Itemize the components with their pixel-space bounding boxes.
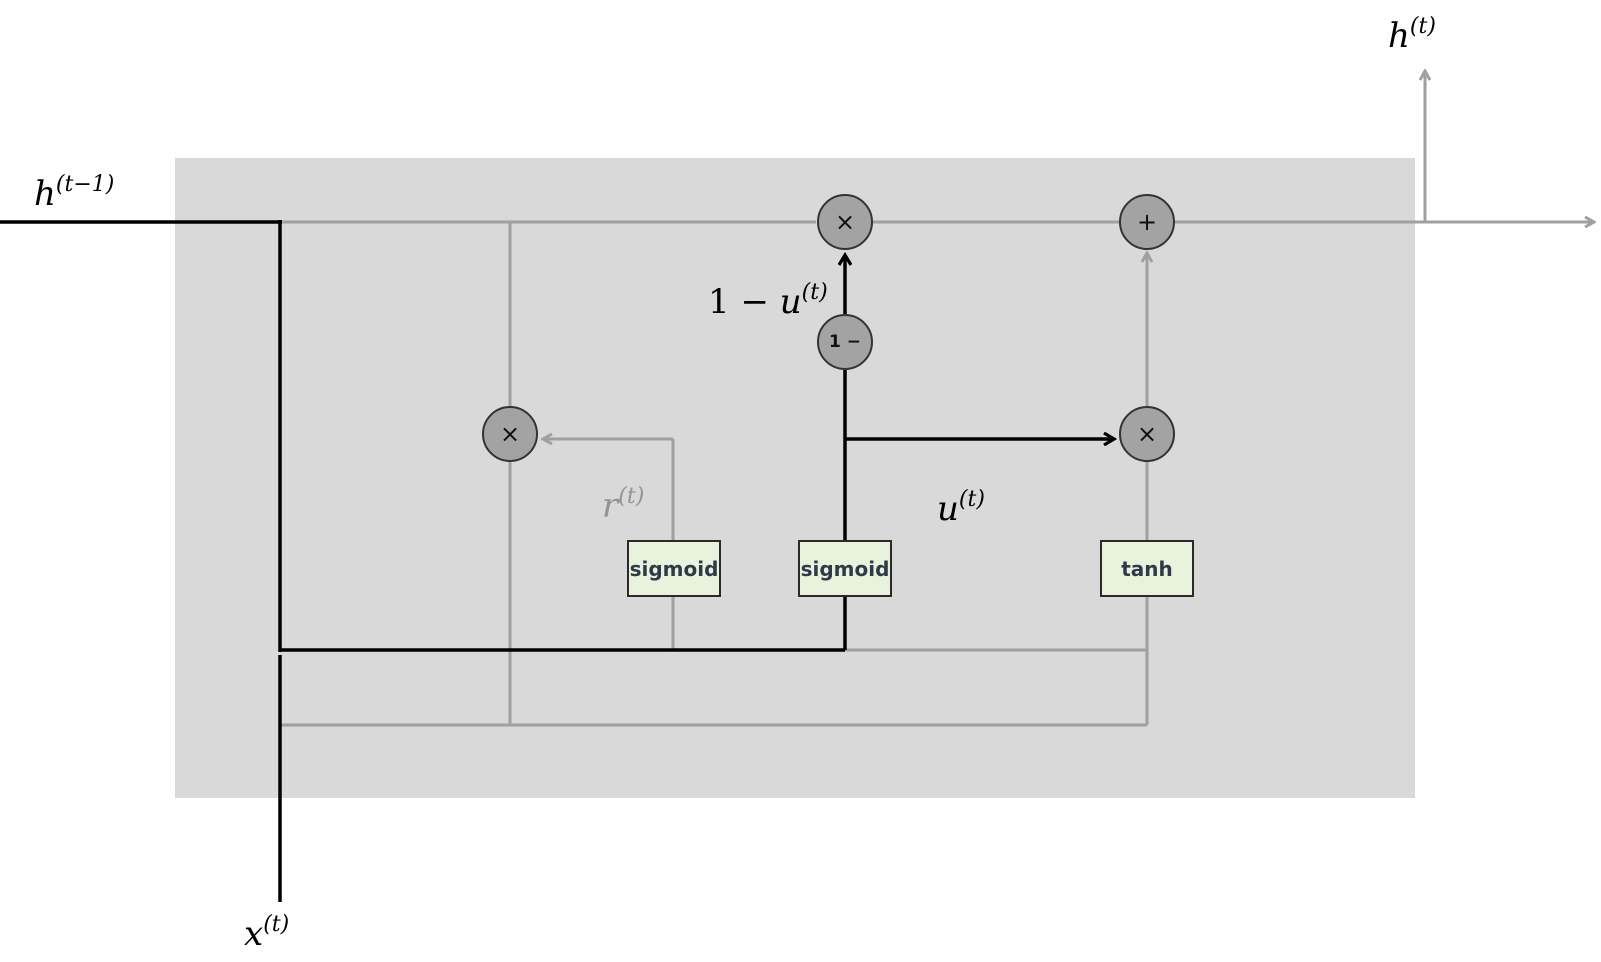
one-minus-node: 1 −	[817, 314, 873, 370]
label-h-prev: h(t−1)	[34, 172, 115, 214]
top-multiply-node: ×	[817, 194, 873, 250]
label-h-out-sup: (t)	[1409, 14, 1436, 39]
update-gate-sigmoid-box: sigmoid	[798, 540, 892, 597]
label-x: x(t)	[244, 912, 290, 954]
label-one-minus-sup: (t)	[801, 280, 828, 305]
label-one-minus-prefix: 1 −	[708, 282, 780, 322]
candidate-tanh-box: tanh	[1100, 540, 1194, 597]
reset-gate-sigmoid-box: sigmoid	[627, 540, 721, 597]
cell-background	[175, 158, 1415, 798]
label-x-base: x	[244, 914, 264, 954]
label-u-base: u	[937, 489, 959, 529]
label-h-out-base: h	[1388, 16, 1410, 56]
label-h-prev-base: h	[34, 174, 56, 214]
update-multiply-node: ×	[1119, 406, 1175, 462]
label-u-sup: (t)	[958, 487, 985, 512]
label-h-out: h(t)	[1388, 14, 1436, 56]
black-paths	[0, 220, 1113, 902]
label-h-prev-sup: (t−1)	[55, 172, 115, 197]
label-u: u(t)	[937, 487, 985, 529]
label-r-sup: (t)	[618, 484, 645, 509]
label-x-sup: (t)	[263, 912, 290, 937]
label-one-minus-u: 1 − u(t)	[708, 280, 828, 322]
reset-multiply-node: ×	[482, 406, 538, 462]
label-r: r(t)	[602, 484, 645, 526]
gray-paths	[280, 72, 1593, 727]
add-node: +	[1119, 194, 1175, 250]
label-one-minus-base: u	[779, 282, 802, 322]
label-r-base: r	[602, 486, 619, 526]
